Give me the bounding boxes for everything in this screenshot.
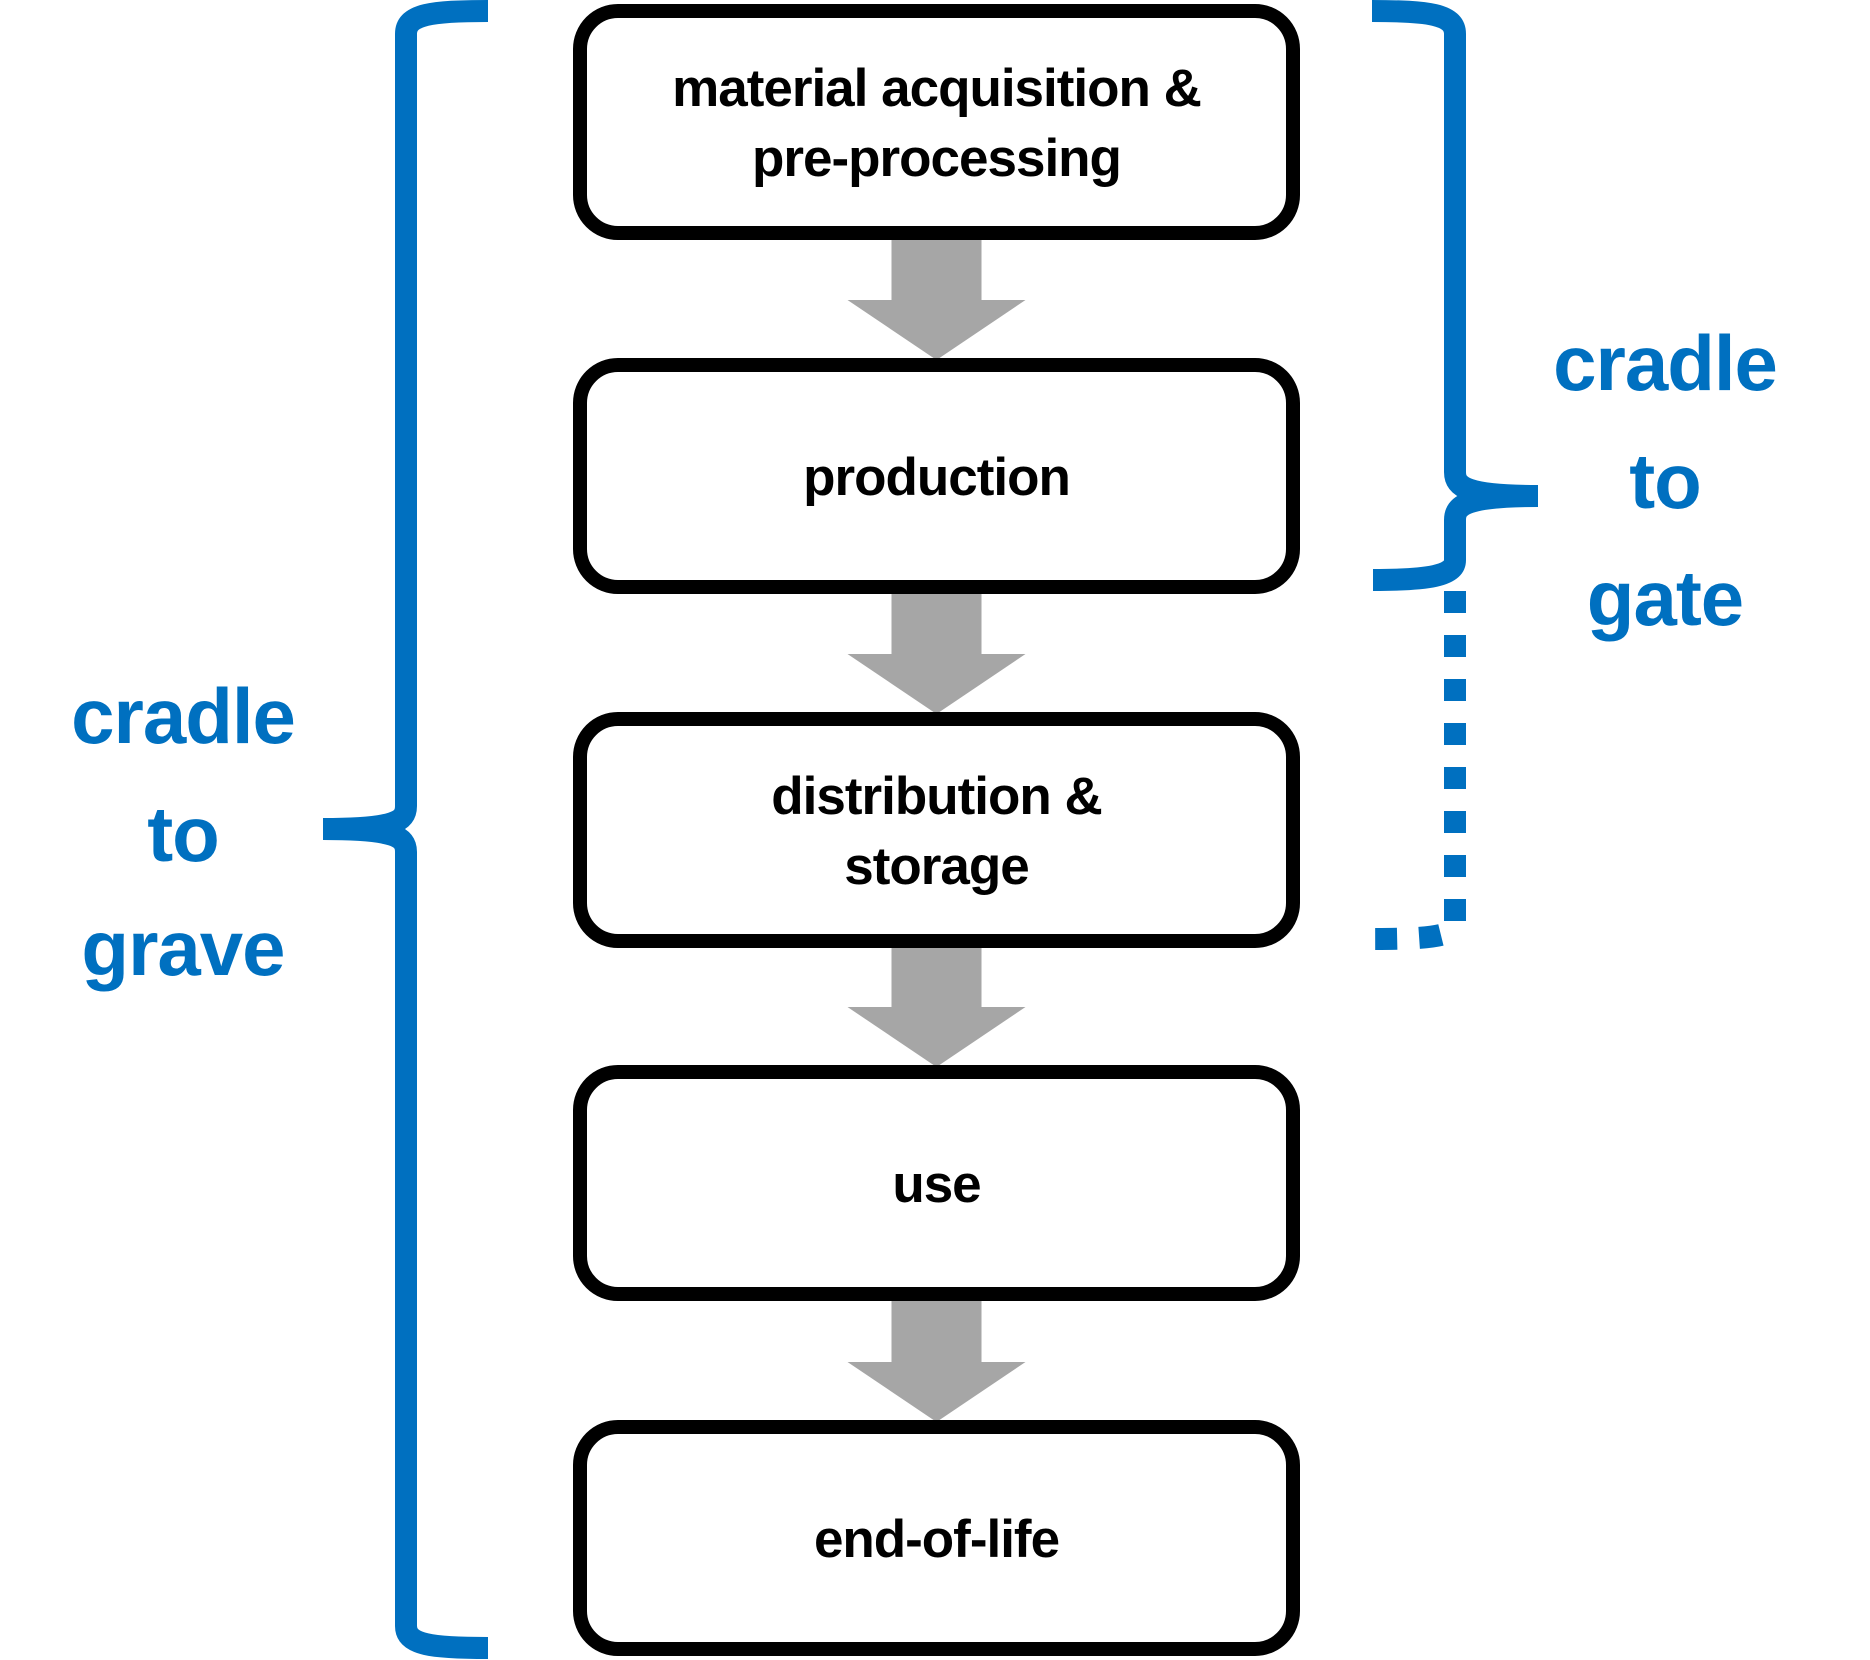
stage-label-distribution-storage-line-1: distribution &	[771, 767, 1101, 826]
cradle-to-grave-bracket-lower	[322, 818, 489, 1659]
flow-arrow-distribution-storage-to-use	[847, 946, 1026, 1067]
stage-box-production	[573, 358, 1300, 594]
cradle-to-gate-label-line-2: to	[1629, 437, 1701, 525]
stage-box-material-acquisition	[573, 4, 1300, 240]
stage-label-material-acquisition-line-2: pre-processing	[752, 129, 1121, 188]
stage-label-distribution-storage-line-2: storage	[844, 837, 1028, 896]
flow-arrow-production-to-distribution-storage	[847, 592, 1026, 714]
cradle-to-grave-label-line-1: cradle	[71, 672, 295, 760]
cradle-to-grave-label-line-3: grave	[81, 904, 284, 992]
flow-arrow-material-acquisition-to-production	[847, 238, 1026, 360]
stage-box-end-of-life	[573, 1420, 1300, 1656]
stage-boxes: material acquisition & pre-processing prod…	[573, 4, 1300, 1656]
cradle-to-grave-bracket-upper	[322, 0, 489, 840]
stage-label-use-line-1: use	[892, 1155, 980, 1214]
cradle-to-gate-label-line-3: gate	[1587, 554, 1743, 642]
cradle-to-gate-optional-extension	[1371, 591, 1466, 950]
stage-use: use	[573, 1065, 1300, 1301]
cradle-to-grave-label-line-2: to	[147, 790, 219, 878]
stage-box-use	[573, 1065, 1300, 1301]
flow-arrow-use-to-end-of-life	[847, 1299, 1026, 1422]
flow-arrows	[847, 238, 1026, 1422]
cradle-to-gate-scope: cradle to gate	[1371, 0, 1778, 950]
cradle-to-gate-label-line-1: cradle	[1553, 319, 1777, 407]
stage-material-acquisition: material acquisition & pre-processing	[573, 4, 1300, 240]
stage-box-distribution-storage	[573, 712, 1300, 948]
stage-label-production-line-1: production	[803, 448, 1070, 507]
stage-label-material-acquisition-line-1: material acquisition &	[672, 59, 1201, 118]
stage-distribution-storage: distribution & storage	[573, 712, 1300, 948]
cradle-to-grave-scope: cradle to grave	[71, 0, 489, 1659]
cradle-to-gate-bracket-upper	[1371, 0, 1539, 507]
stage-production: production	[573, 358, 1300, 594]
stage-label-end-of-life-line-1: end-of-life	[814, 1510, 1059, 1569]
stage-end-of-life: end-of-life	[573, 1420, 1300, 1656]
cradle-to-gate-bracket-lower	[1372, 485, 1539, 591]
